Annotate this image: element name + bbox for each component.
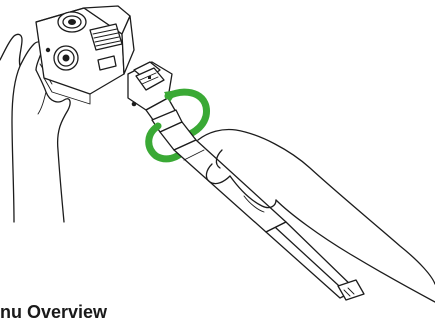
- camera-device: [36, 6, 134, 104]
- camera-lens-front: [54, 46, 78, 70]
- camera-lens-top: [58, 12, 86, 32]
- camera-sensor-dot: [46, 48, 50, 52]
- section-heading: nu Overview: [0, 303, 107, 322]
